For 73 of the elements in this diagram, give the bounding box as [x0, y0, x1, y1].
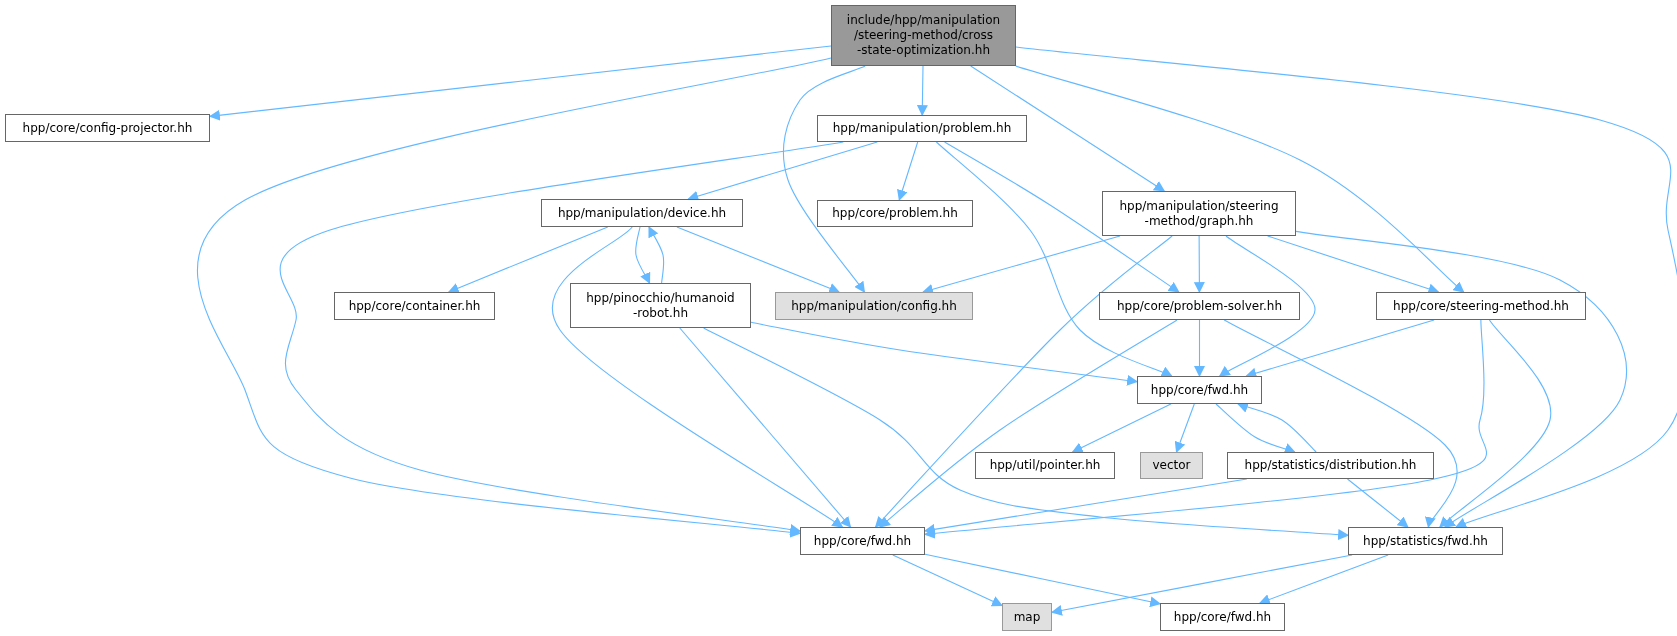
file-box	[775, 292, 973, 320]
arrow	[197, 57, 832, 538]
arrow	[1218, 235, 1316, 377]
file-name: vector	[1152, 458, 1191, 473]
arrow	[635, 226, 651, 284]
file-name: hpp/util/pointer.hh	[989, 458, 1101, 473]
file-name: hpp/pinocchio/humanoid -robot.hh	[585, 290, 736, 321]
arrow	[676, 226, 841, 294]
file-name: hpp/core/fwd.hh	[1150, 382, 1249, 398]
arrow	[892, 554, 1003, 607]
arrow	[1194, 319, 1205, 378]
file-box	[1227, 452, 1434, 479]
file-box	[541, 199, 743, 227]
arrow	[1295, 230, 1627, 528]
file-name: hpp/core/steering-method.hh	[1393, 298, 1569, 314]
arrow	[551, 226, 844, 528]
arrow	[879, 319, 1178, 528]
file-name: map	[1013, 609, 1041, 625]
file-box	[817, 200, 973, 227]
file-box	[334, 292, 495, 320]
arrow	[1439, 319, 1552, 528]
file-box	[570, 283, 751, 328]
file-box	[1160, 603, 1285, 631]
file-name: hpp/statistics/distribution.hh	[1244, 458, 1417, 473]
file-box	[1137, 376, 1262, 404]
file-box	[1002, 603, 1052, 631]
arrow	[679, 327, 852, 528]
arrow	[1258, 554, 1389, 605]
file-name: hpp/core/container.hh	[348, 298, 481, 314]
arrow	[874, 235, 1173, 528]
file-box	[800, 527, 925, 555]
file-box	[1348, 527, 1503, 555]
arrow	[1071, 403, 1172, 453]
file-box	[5, 114, 210, 142]
file-name: hpp/core/config-projector.hh	[22, 120, 193, 136]
arrow	[923, 319, 1488, 539]
arrow	[750, 321, 1139, 386]
file-box	[1102, 191, 1296, 236]
arrow	[703, 327, 1350, 541]
arrow	[935, 141, 1173, 377]
file-name: hpp/core/problem.hh	[832, 206, 958, 221]
file-box	[1099, 292, 1300, 320]
arrow	[924, 553, 1162, 608]
arrow	[782, 65, 866, 293]
file-name: hpp/manipulation/config.hh	[791, 298, 957, 314]
arrow	[1215, 403, 1296, 454]
arrow	[648, 226, 665, 284]
file-box	[1140, 452, 1203, 479]
file-name: hpp/manipulation/problem.hh	[832, 121, 1012, 136]
arrow	[897, 141, 919, 202]
file-name: hpp/core/fwd.hh	[1173, 609, 1272, 625]
file-box	[831, 5, 1016, 66]
arrow	[1193, 235, 1205, 294]
arrow	[208, 45, 832, 121]
arrow	[1015, 46, 1677, 529]
arrow	[1174, 403, 1195, 454]
file-name: hpp/core/problem-solver.hh	[1116, 298, 1283, 314]
file-name: hpp/core/fwd.hh	[813, 533, 912, 549]
file-box	[817, 115, 1027, 142]
arrow	[944, 141, 1180, 293]
file-name: hpp/manipulation/steering -method/graph.hh	[1118, 198, 1280, 229]
arrow	[1223, 319, 1458, 528]
arrow	[279, 141, 844, 535]
file-box	[1376, 292, 1586, 320]
file-box	[975, 452, 1115, 479]
arrow	[447, 226, 609, 294]
file-name: hpp/manipulation/device.hh	[557, 205, 727, 221]
file-name: hpp/statistics/fwd.hh	[1363, 533, 1488, 549]
arrow	[1346, 478, 1409, 528]
arrow	[916, 65, 928, 117]
arrow	[1015, 65, 1465, 293]
arrow	[970, 65, 1166, 192]
file-name: include/hpp/manipulation /steering-method/cross -state-optimization.hh	[845, 13, 1002, 58]
